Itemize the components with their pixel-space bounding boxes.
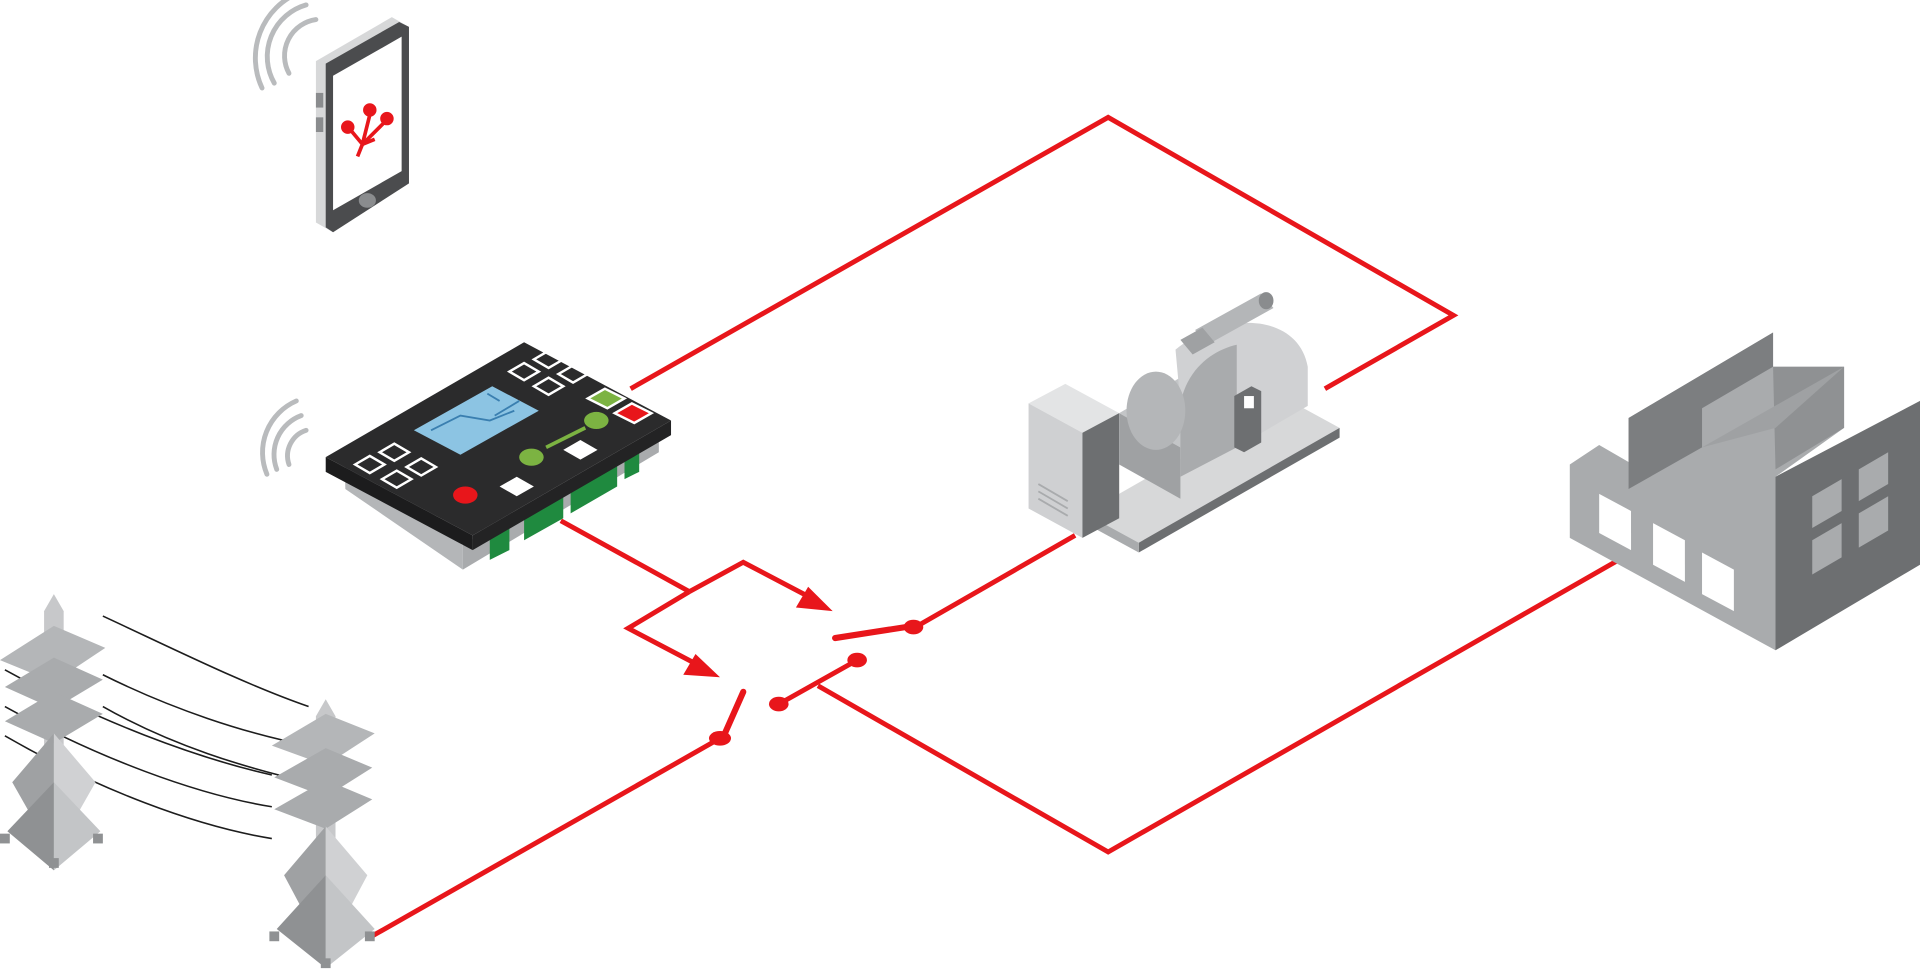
wireless-signal-icon [252,0,319,91]
indicator-green-1 [584,411,609,430]
generator-contact [903,619,924,635]
lcd-screen [413,386,539,455]
transfer-switch-icon [683,586,924,746]
generator-switch-blade [832,622,917,642]
utility-contact [708,730,732,746]
factory-icon [1569,332,1920,651]
wireless-signal-icon [260,398,309,477]
arrow-to-utility-switch [683,653,720,678]
wire-grid-to-switch [366,736,722,941]
bus-contact-lower [768,696,789,712]
generator-controller-icon [260,342,672,570]
wiring [366,114,1620,941]
app-logo-icon [341,103,394,158]
led-red-square [612,401,655,425]
wire-control-signal [559,518,691,594]
wire-generator-to-switch [912,533,1077,631]
indicator-green-2 [519,448,544,466]
bus-contact-upper [847,652,867,668]
utility-switch-blade [721,688,747,737]
arrow-to-generator-switch [795,586,833,612]
wire-control-branch [623,589,702,669]
wire-bus-to-factory [816,557,1620,855]
controller-keypad-top [506,349,591,397]
wire-controller-to-generator [629,114,1459,391]
wire-bus-link [777,657,859,707]
controller-keypad-left [352,442,439,490]
generator-icon [1028,292,1340,553]
wire-control-branch-2 [688,559,815,602]
indicator-red [453,486,478,504]
power-tower-icon [0,594,375,969]
smartphone-icon [252,0,409,233]
power-tower-left [0,594,106,871]
factory-windows-front [1599,493,1734,612]
led-green-square [585,387,628,410]
power-tower-right [269,699,375,969]
